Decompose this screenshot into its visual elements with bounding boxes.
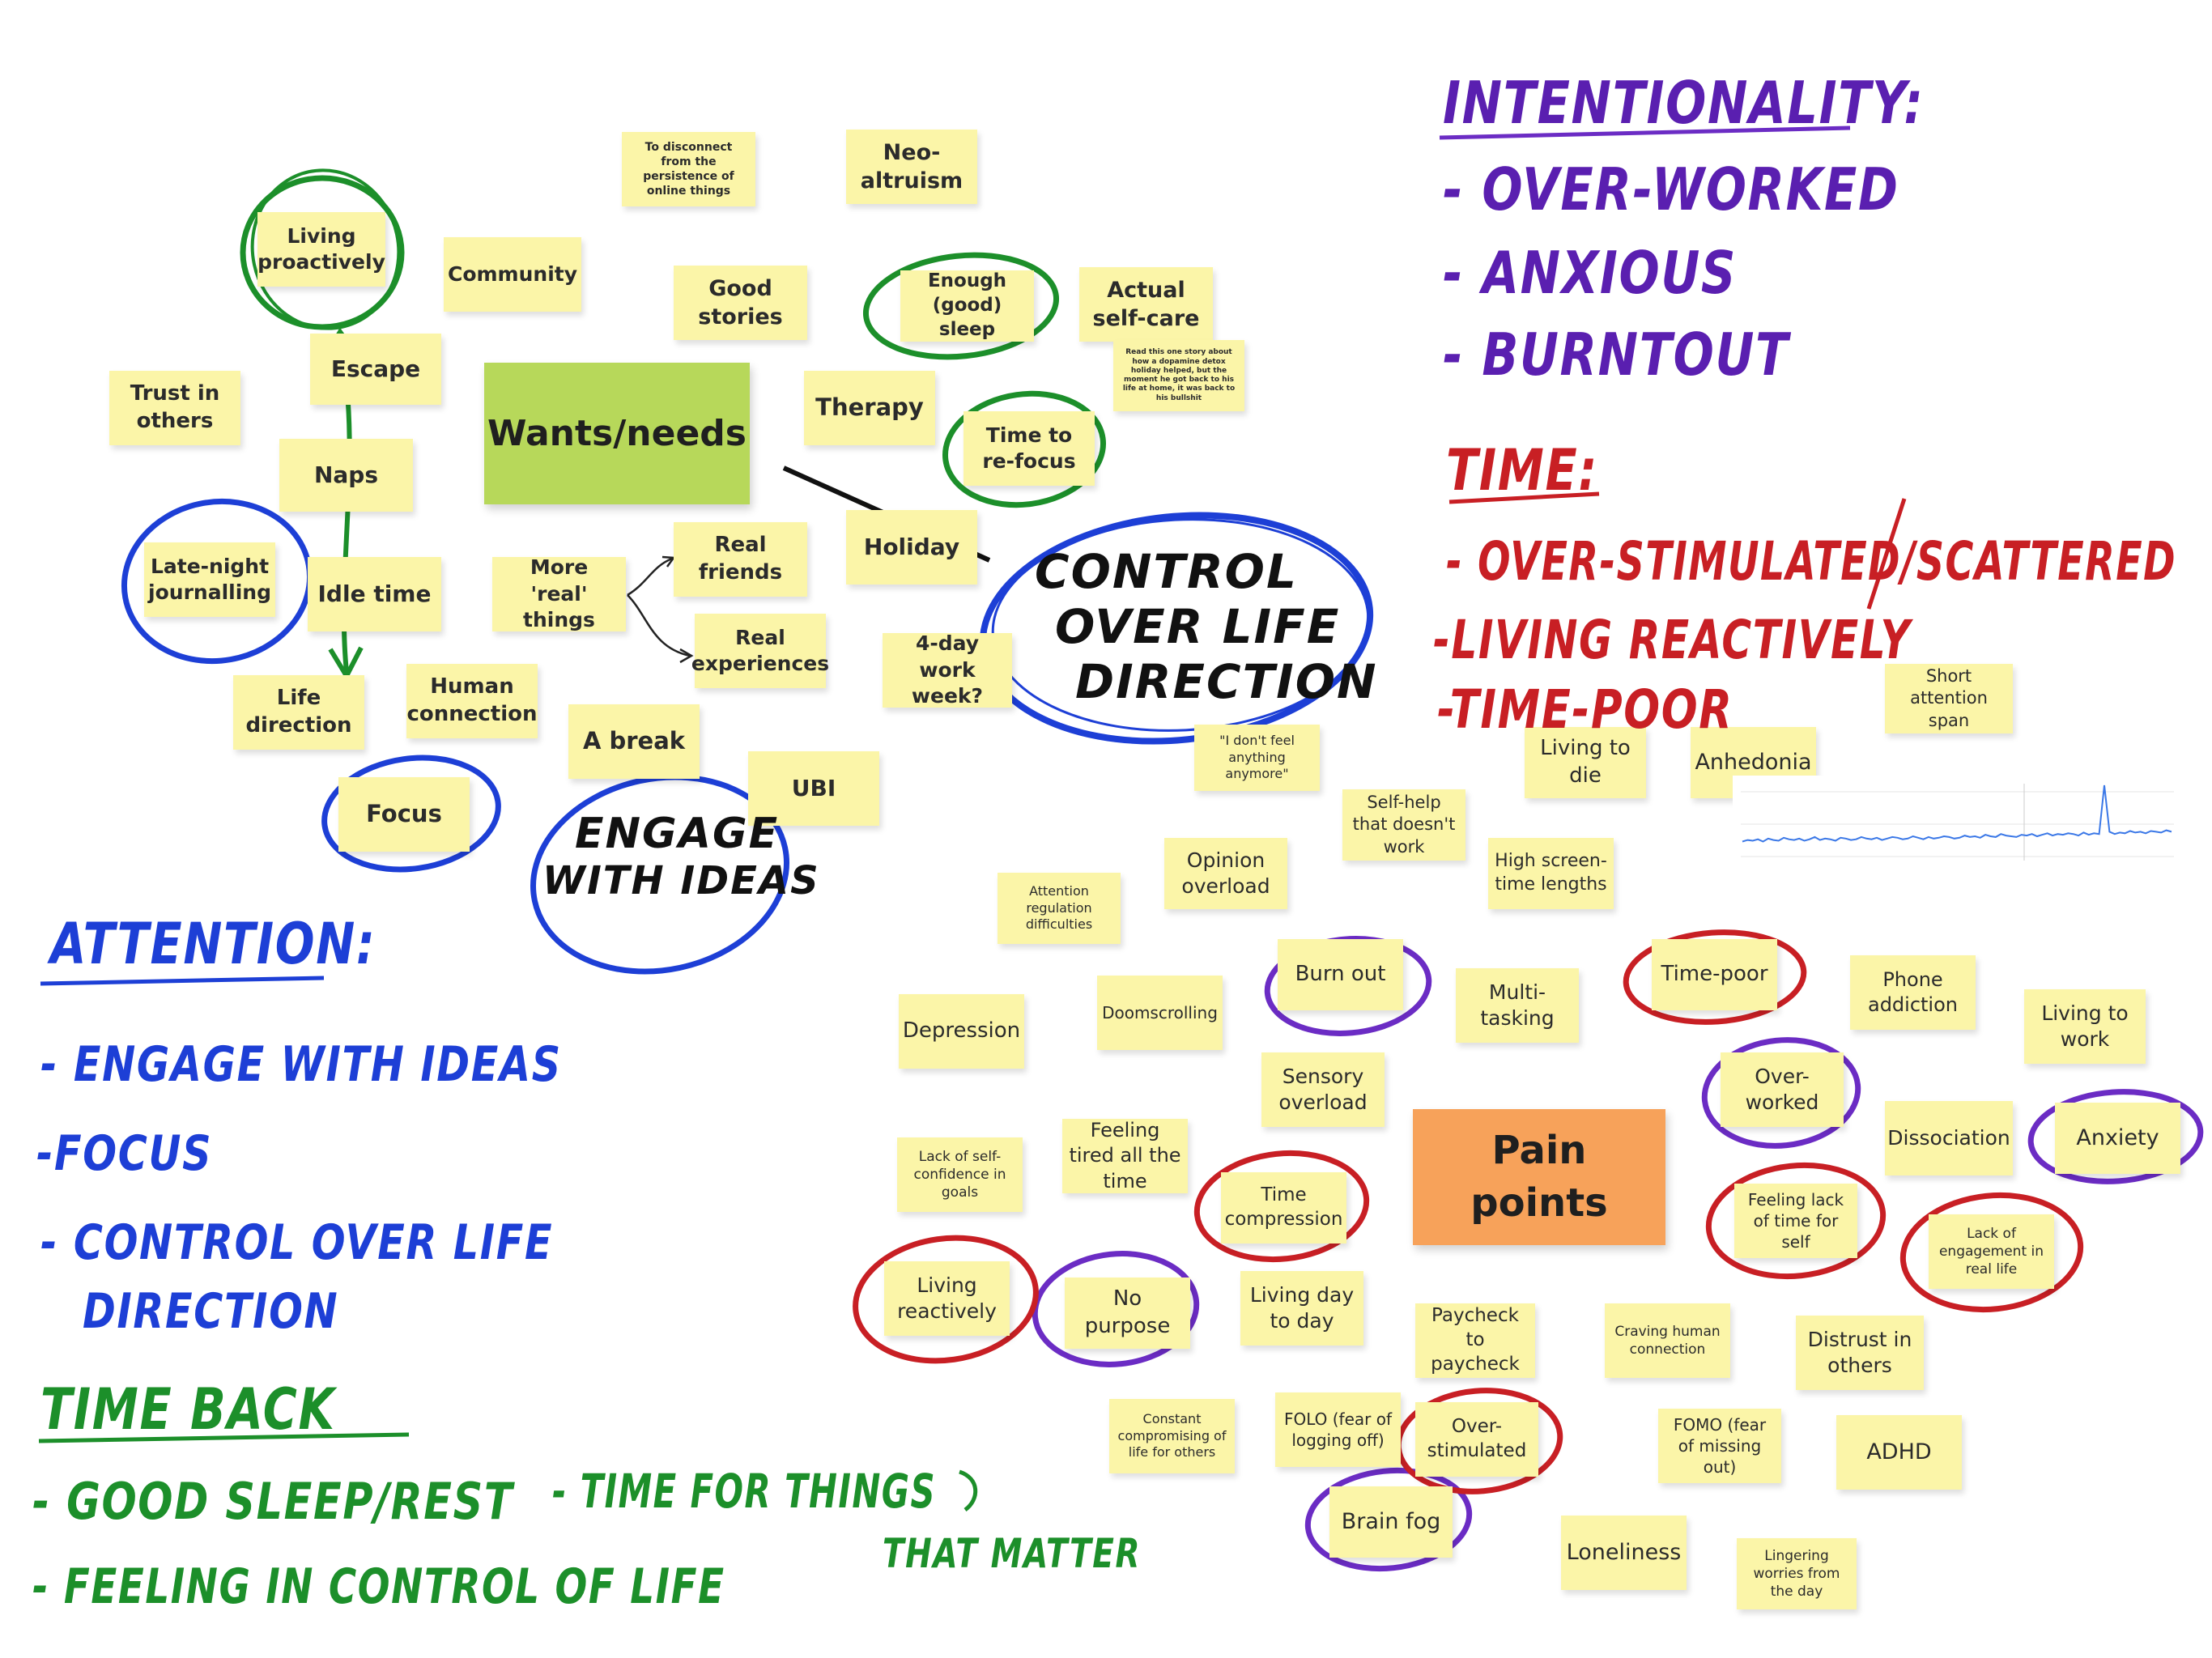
note-attention-regulation[interactable]: Attention regulation difficulties (998, 873, 1121, 944)
note-real-experiences[interactable]: Real experiences (691, 614, 829, 688)
note-adhd[interactable]: ADHD (1836, 1415, 1962, 1490)
note-over-stimulated[interactable]: Over-stimulated (1415, 1402, 1538, 1477)
note-time-poor[interactable]: Time-poor (1652, 939, 1777, 1010)
note-lack-self-confidence[interactable]: Lack of self-confidence in goals (897, 1137, 1023, 1212)
control-line-1: CONTROL (1035, 544, 1298, 599)
engage-with-ideas-label: ENGAGE WITH IDEAS (542, 810, 819, 903)
engage-line-1: ENGAGE (575, 810, 780, 858)
note-living-to-work[interactable]: Living to work (2024, 989, 2146, 1064)
intentionality-item-2: - ANXIOUS (1443, 239, 1738, 307)
note-4-day-week[interactable]: 4-day work week? (883, 631, 1012, 708)
note-brain-fog[interactable]: Brain fog (1329, 1486, 1453, 1558)
note-short-attention-span[interactable]: Short attention span (1885, 664, 2013, 733)
note-trust-in-others[interactable]: Trust in others (109, 371, 240, 445)
note-real-friends[interactable]: Real friends (674, 522, 807, 597)
time-item-1: - OVER-STIMULATED/SCATTERED (1446, 530, 2176, 593)
note-idle-time[interactable]: Idle time (308, 557, 441, 631)
note-holiday[interactable]: Holiday (846, 510, 977, 585)
attention-heading: ATTENTION: (50, 911, 376, 977)
time-item-3: -TIME-POOR (1437, 678, 1733, 741)
note-actual-self-care[interactable]: Actual self-care (1079, 267, 1213, 342)
note-good-stories[interactable]: Good stories (674, 266, 807, 340)
pain-points-hub[interactable]: Pain points (1413, 1109, 1665, 1245)
note-naps[interactable]: Naps (279, 439, 413, 512)
note-more-real-things[interactable]: More 'real' things (492, 555, 626, 631)
note-dissociation[interactable]: Dissociation (1885, 1101, 2013, 1175)
note-anxiety[interactable]: Anxiety (2055, 1103, 2180, 1174)
note-living-proactively[interactable]: Living proactively (257, 212, 385, 287)
note-dont-feel-anything[interactable]: "I don't feel anything anymore" (1194, 725, 1320, 791)
intentionality-heading: INTENTIONALITY: (1443, 69, 1925, 137)
note-depression[interactable]: Depression (899, 994, 1024, 1069)
note-paycheck[interactable]: Paycheck to paycheck (1415, 1303, 1535, 1378)
note-sensory-overload[interactable]: Sensory overload (1261, 1052, 1385, 1127)
note-folo[interactable]: FOLO (fear of logging off) (1275, 1392, 1401, 1467)
note-self-help[interactable]: Self-help that doesn't work (1342, 789, 1465, 861)
note-enough-sleep[interactable]: Enough (good) sleep (900, 270, 1034, 342)
note-living-to-die[interactable]: Living to die (1525, 727, 1646, 798)
control-line-3: DIRECTION (1075, 654, 1378, 709)
note-phone-addiction[interactable]: Phone addiction (1850, 955, 1976, 1030)
note-fomo[interactable]: FOMO (fear of missing out) (1658, 1409, 1781, 1483)
intentionality-item-3: - BURNTOUT (1443, 321, 1789, 389)
note-focus[interactable]: Focus (338, 777, 470, 852)
wants-needs-hub[interactable]: Wants/needs (484, 363, 750, 504)
attention-item-3: - CONTROL OVER LIFE (40, 1214, 554, 1271)
time-heading: TIME: (1446, 437, 1598, 504)
brace-time-for-things (959, 1469, 978, 1512)
note-doomscrolling[interactable]: Doomscrolling (1097, 976, 1223, 1050)
note-high-screen-time[interactable]: High screen-time lengths (1488, 838, 1614, 909)
note-no-purpose[interactable]: No purpose (1065, 1278, 1190, 1349)
trend-line (1742, 784, 2172, 843)
note-lack-engagement[interactable]: Lack of engagement in real life (1929, 1214, 2054, 1289)
control-over-life-label: CONTROL OVER LIFE DIRECTION (1027, 544, 1376, 709)
note-escape[interactable]: Escape (310, 334, 441, 405)
search-trend-chart[interactable] (1733, 776, 2178, 879)
note-living-day-to-day[interactable]: Living day to day (1240, 1271, 1363, 1346)
time-back-heading: TIME BACK (40, 1376, 336, 1443)
attention-item-2: -FOCUS (36, 1125, 213, 1182)
arrow-to-real-friends (627, 557, 673, 597)
note-constant-compromising[interactable]: Constant compromising of life for others (1109, 1399, 1235, 1473)
control-line-2: OVER LIFE (1055, 599, 1341, 654)
note-neo-altruism[interactable]: Neo-altruism (846, 130, 977, 204)
arrow-to-real-experiences (627, 594, 691, 657)
note-a-break[interactable]: A break (568, 704, 700, 779)
note-craving-human[interactable]: Craving human connection (1605, 1303, 1730, 1378)
note-over-worked[interactable]: Over-worked (1721, 1052, 1844, 1127)
underline-attention (40, 976, 325, 986)
note-burn-out[interactable]: Burn out (1278, 939, 1403, 1010)
note-to-disconnect[interactable]: To disconnect from the persistence of on… (622, 132, 755, 206)
attention-item-1: - ENGAGE WITH IDEAS (40, 1036, 562, 1093)
time-item-2: -LIVING REACTIVELY (1433, 609, 1912, 671)
note-lingering-worries[interactable]: Lingering worries from the day (1737, 1538, 1857, 1609)
note-human-connection[interactable]: Human connection (406, 664, 538, 738)
green-arrow-head-bottom (328, 646, 364, 682)
time-back-item-1: - GOOD SLEEP/REST (32, 1472, 514, 1531)
note-opinion-overload[interactable]: Opinion overload (1164, 838, 1287, 909)
note-time-compression[interactable]: Time compression (1221, 1172, 1346, 1244)
intentionality-item-1: - OVER-WORKED (1443, 155, 1899, 223)
note-late-night-journalling[interactable]: Late-night journalling (144, 542, 275, 617)
note-ubi[interactable]: UBI (748, 751, 879, 826)
note-time-to-refocus[interactable]: Time to re-focus (963, 411, 1095, 486)
note-loneliness[interactable]: Loneliness (1561, 1516, 1687, 1590)
time-back-item-3: THAT MATTER (883, 1530, 1142, 1577)
attention-item-4: DIRECTION (83, 1283, 339, 1340)
note-feeling-tired[interactable]: Feeling tired all the time (1062, 1119, 1188, 1193)
trend-line-plot (1741, 784, 2174, 861)
engage-line-2: WITH IDEAS (542, 858, 820, 903)
note-multi-tasking[interactable]: Multi-tasking (1456, 968, 1579, 1043)
note-dopamine-detox[interactable]: Read this one story about how a dopamine… (1113, 340, 1244, 411)
time-back-item-2: - TIME FOR THINGS (552, 1464, 936, 1519)
note-distrust[interactable]: Distrust in others (1796, 1316, 1924, 1390)
note-living-reactively[interactable]: Living reactively (884, 1261, 1010, 1336)
note-life-direction[interactable]: Life direction (233, 675, 364, 750)
note-therapy[interactable]: Therapy (804, 371, 935, 445)
note-feeling-lack-time[interactable]: Feeling lack of time for self (1734, 1184, 1857, 1258)
note-community[interactable]: Community (444, 237, 581, 312)
time-back-item-4: - FEELING IN CONTROL OF LIFE (32, 1558, 725, 1615)
